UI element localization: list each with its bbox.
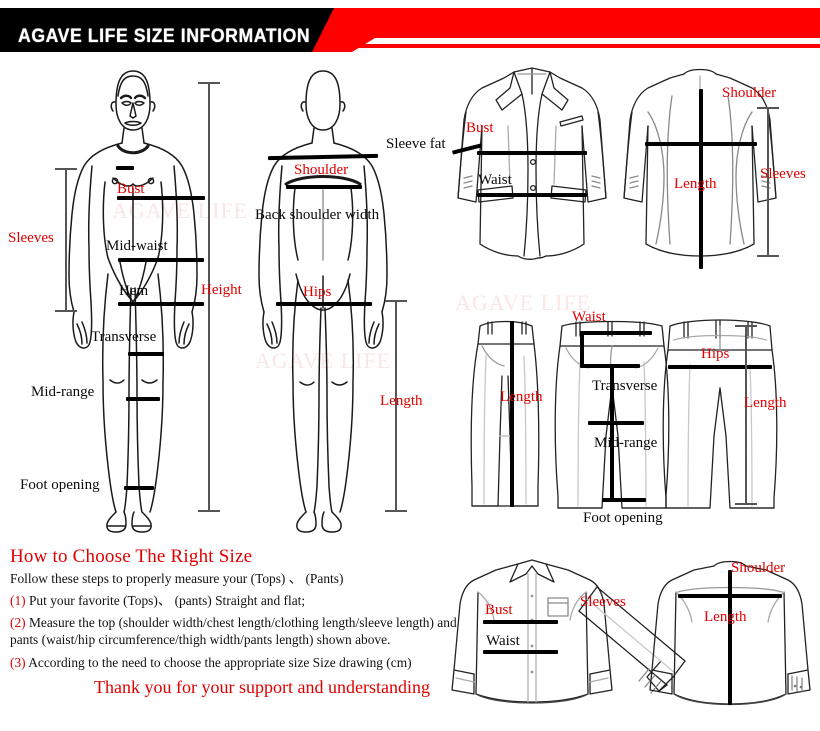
bar-inseam-pants (610, 364, 614, 500)
label-length-pants-back: Length (744, 395, 787, 411)
label-waist-shirt: Waist (486, 633, 520, 649)
label-length-pants-side: Length (500, 389, 543, 405)
howto-heading: How to Choose The Right Size (10, 546, 253, 567)
label-hips-back: Hips (303, 284, 332, 300)
bar-back-shoulder-width (286, 185, 362, 189)
howto-step-1-number: (1) (10, 593, 26, 609)
bar-mid-waist (118, 258, 204, 262)
label-sleeves-jacket: Sleeves (760, 166, 806, 182)
bar-hips-back (276, 302, 372, 306)
bar-bust-front (117, 196, 205, 200)
header-banner: AGAVE LIFE SIZE INFORMATION (0, 8, 820, 52)
bar-mid-range-body (126, 397, 160, 401)
label-hem: Hem (119, 283, 149, 299)
banner-title: AGAVE LIFE SIZE INFORMATION (18, 26, 311, 47)
howto-step-2: (2) Measure the top (shoulder width/ches… (10, 614, 480, 648)
label-foot-opening-pants: Foot opening (583, 510, 663, 526)
howto-step-2-number: (2) (10, 615, 26, 631)
label-shoulder-jacket-back: Shoulder (722, 85, 777, 101)
label-mid-range-pants: Mid-range (594, 435, 658, 451)
howto-step-2-text: Measure the top (shoulder width/chest le… (10, 615, 457, 648)
label-length-back: Length (380, 393, 423, 409)
bar-shoulder-seam-front (116, 166, 134, 170)
label-waist-jacket: Waist (478, 172, 512, 188)
figure-shirt-front (451, 558, 613, 718)
bracket-length-pants-back (735, 325, 757, 505)
bracket-length-back (385, 300, 407, 512)
label-length-shirt-back: Length (704, 609, 747, 625)
figure-body-front (58, 62, 208, 533)
label-back-shoulder-width: Back shoulder width (255, 207, 380, 223)
label-transverse-pants: Transverse (592, 378, 658, 394)
howto-step-1: (1) Put your favorite (Tops)、 (pants) St… (10, 592, 480, 609)
bar-waist-drop-pants (580, 331, 584, 367)
label-length-jacket-back: Length (674, 176, 717, 192)
label-mid-waist: Mid-waist (106, 238, 168, 254)
label-transverse-body: Transverse (91, 329, 157, 345)
bracket-height (198, 82, 220, 512)
label-shoulder-back: Shoulder (294, 162, 349, 178)
figure-shirt-back (649, 558, 811, 718)
label-bust-shirt: Bust (485, 602, 513, 618)
label-shoulder-shirt-back: Shoulder (731, 560, 786, 576)
bar-hips-pants (668, 365, 772, 369)
bar-length-pants-side (510, 321, 514, 507)
bar-transverse-body (128, 352, 164, 356)
watermark: AGAVE LIFE (455, 290, 592, 315)
bar-waist-pants (580, 331, 652, 335)
label-sleeve-fat: Sleeve fat (386, 136, 446, 152)
label-sleeves-body: Sleeves (8, 230, 54, 246)
label-bust-front: Bust (117, 181, 145, 197)
bar-bust-shirt (483, 620, 558, 624)
label-mid-range-body: Mid-range (31, 384, 95, 400)
bar-hem (118, 302, 204, 306)
bracket-sleeves-jacket (757, 107, 779, 257)
bar-length-shirt-back (728, 570, 732, 705)
howto-step-3: (3) According to the need to choose the … (10, 654, 480, 671)
label-sleeves-shirt: Sleeves (580, 594, 626, 610)
howto-step-3-number: (3) (10, 654, 26, 670)
bar-foot-opening-body (124, 486, 154, 490)
bracket-sleeves-body (55, 168, 77, 312)
label-foot-opening-body: Foot opening (20, 477, 100, 493)
bar-waist-shirt (483, 650, 558, 654)
label-bust-jacket: Bust (466, 120, 494, 136)
howto-step-3-text: According to the need to choose the appr… (28, 654, 412, 670)
label-waist-pants: Waist (572, 309, 606, 325)
figure-pants-back (660, 316, 780, 516)
howto-section: How to Choose The Right Size Follow thes… (10, 546, 480, 698)
bar-foot-opening-pants (602, 498, 646, 502)
figure-pants-side (462, 316, 552, 516)
bar-bust-jacket (477, 151, 587, 155)
label-height: Height (201, 282, 242, 298)
label-hips-pants: Hips (701, 346, 730, 362)
figure-jacket-front (452, 66, 612, 276)
howto-step-1-text: Put your favorite (Tops)、 (pants) Straig… (28, 593, 306, 609)
howto-intro: Follow these steps to properly measure y… (10, 571, 344, 586)
thank-you-message: Thank you for your support and understan… (94, 676, 430, 697)
bar-length-jacket-back (699, 89, 703, 269)
bar-waist-jacket (477, 193, 587, 197)
bar-mid-range-pants (588, 421, 644, 425)
figure-body-back (248, 62, 398, 533)
